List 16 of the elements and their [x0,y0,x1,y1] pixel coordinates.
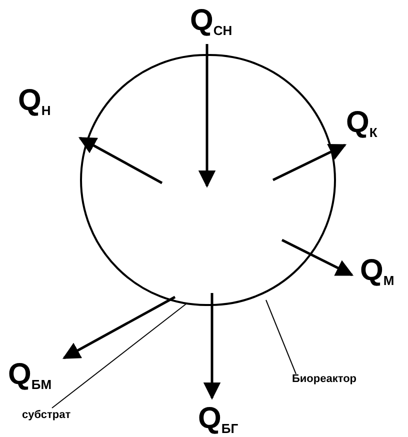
arrow [203,293,221,400]
flow-label: Q$_{БГ}$ [198,404,238,434]
leader-line [266,300,296,374]
arrow [272,144,347,182]
flow-label: Q$_{Н}$ [18,86,51,116]
arrow [62,296,176,360]
part-label: субстрат [22,410,71,421]
leader-line [52,304,186,408]
arrow [281,238,354,276]
flow-label: Q$_{СН}$ [190,6,232,36]
part-label: Биореактор [292,374,357,385]
arrow [198,44,216,188]
flow-label: Q$_{К}$ [346,108,378,138]
flow-label: Q$_{М}$ [360,256,394,286]
arrow [78,136,163,184]
flow-label: Q$_{БМ}$ [8,360,52,390]
